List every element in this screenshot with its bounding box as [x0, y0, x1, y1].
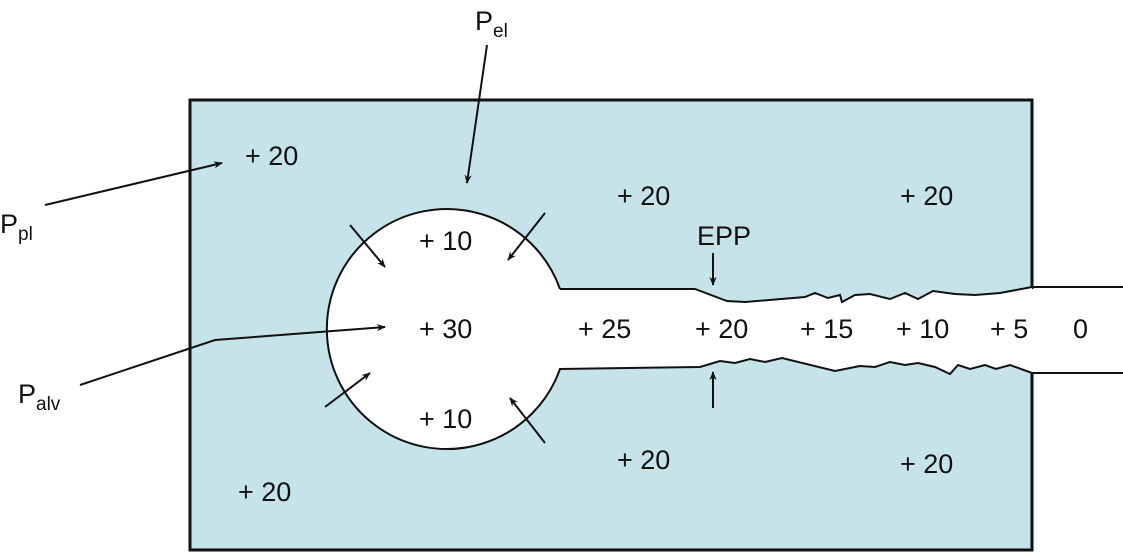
alveolus-and-airway: [326, 209, 1032, 450]
recoil-pressure-bottom: + 10: [419, 404, 472, 434]
pel-arrow: [464, 44, 488, 184]
recoil-arrow-bl: [324, 372, 371, 408]
airway-pressure: + 20: [695, 314, 748, 344]
airway-pressure: + 25: [578, 314, 631, 344]
pleural-pressure: + 20: [900, 181, 953, 211]
palv-arrow: [79, 324, 386, 386]
recoil-arrow-br: [509, 397, 546, 444]
epp-label: EPP: [697, 221, 751, 251]
pleural-pressure: + 20: [617, 181, 670, 211]
airway-pressure: + 5: [990, 314, 1028, 344]
airway-pressure: + 10: [896, 314, 949, 344]
airway-pressure: + 15: [800, 314, 853, 344]
ppl-label: Ppl: [0, 209, 33, 245]
palv-label: Palv: [18, 379, 61, 415]
recoil-arrow-tl: [349, 224, 386, 268]
pel-label: Pel: [475, 6, 508, 42]
pleural-pressure: + 20: [900, 449, 953, 479]
pleural-pressure: + 20: [238, 477, 291, 507]
pleural-pressure: + 20: [617, 445, 670, 475]
ppl-arrow: [44, 161, 223, 206]
alveolar-pressure: + 30: [419, 314, 472, 344]
airway-wall-bottom: [325, 208, 1123, 450]
recoil-arrow-tr: [507, 212, 546, 261]
recoil-pressure-top: + 10: [419, 226, 472, 256]
airway-wall-top: [560, 286, 1123, 304]
pleural-pressure: + 20: [245, 141, 298, 171]
airway-pressure: 0: [1073, 314, 1088, 344]
